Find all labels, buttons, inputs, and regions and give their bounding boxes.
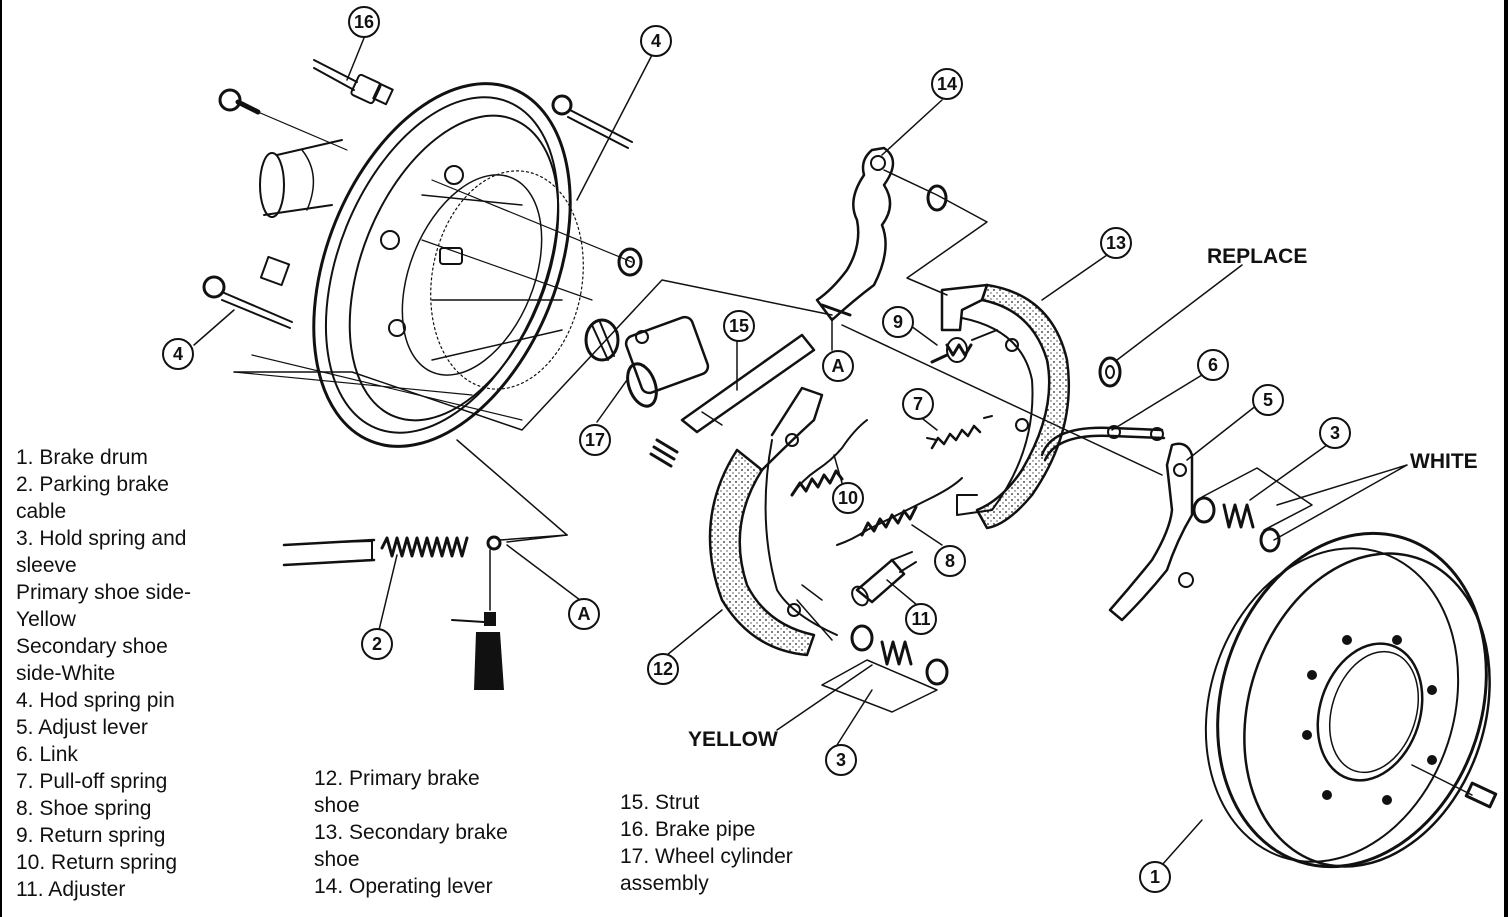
legend-line: 2. Parking brake bbox=[16, 473, 169, 496]
brake-pipe bbox=[313, 59, 394, 106]
legend-line: shoe bbox=[314, 794, 360, 817]
svg-text:4: 4 bbox=[173, 344, 183, 364]
legend-line: 1. Brake drum bbox=[16, 446, 148, 469]
return-spring-9 bbox=[930, 329, 998, 364]
svg-text:6: 6 bbox=[1208, 355, 1218, 375]
white-label: WHITE bbox=[1410, 450, 1478, 473]
callout-14: 14 bbox=[931, 68, 963, 100]
callout-9: 9 bbox=[882, 306, 914, 338]
legend-line: 11. Adjuster bbox=[16, 878, 126, 901]
wheel-cylinder bbox=[584, 315, 710, 468]
svg-text:13: 13 bbox=[1106, 233, 1126, 253]
callout-6: 6 bbox=[1197, 349, 1229, 381]
legend-line: cable bbox=[16, 500, 67, 523]
hold-spring-pins bbox=[202, 88, 633, 329]
callout-a-top: A bbox=[822, 350, 854, 382]
legend-line: 16. Brake pipe bbox=[620, 818, 756, 841]
legend-line: 14. Operating lever bbox=[314, 875, 493, 898]
callout-2: 2 bbox=[361, 628, 393, 660]
svg-text:3: 3 bbox=[1330, 423, 1340, 443]
callout-3-right: 3 bbox=[1319, 417, 1351, 449]
svg-text:16: 16 bbox=[354, 12, 374, 32]
svg-text:12: 12 bbox=[653, 659, 673, 679]
legend-line: 5. Adjust lever bbox=[16, 716, 148, 739]
callout-12: 12 bbox=[647, 653, 679, 685]
svg-text:3: 3 bbox=[836, 750, 846, 770]
callout-4-top: 4 bbox=[640, 25, 672, 57]
svg-text:10: 10 bbox=[838, 488, 858, 508]
svg-text:17: 17 bbox=[585, 430, 605, 450]
svg-text:1: 1 bbox=[1150, 867, 1160, 887]
primary-brake-shoe bbox=[708, 386, 838, 657]
replace-nut bbox=[1098, 356, 1122, 388]
svg-text:15: 15 bbox=[729, 316, 749, 336]
legend-line: 10. Return spring bbox=[16, 851, 178, 874]
svg-text:A: A bbox=[578, 604, 591, 624]
hold-spring-right bbox=[1192, 467, 1313, 553]
grease-bottle bbox=[451, 549, 504, 690]
legend-line: 12. Primary brake bbox=[314, 767, 480, 790]
callout-3-bottom: 3 bbox=[825, 744, 857, 776]
svg-text:14: 14 bbox=[937, 74, 957, 94]
legend-line: assembly bbox=[620, 872, 709, 895]
legend-line: 3. Hold spring and bbox=[16, 527, 187, 550]
legend-column-2: 12. Primary brake shoe 13. Secondary bra… bbox=[314, 765, 508, 900]
svg-text:8: 8 bbox=[945, 551, 955, 571]
svg-text:4: 4 bbox=[651, 31, 661, 51]
parking-brake-cable bbox=[282, 534, 568, 567]
callout-10: 10 bbox=[832, 482, 864, 514]
callout-5: 5 bbox=[1252, 384, 1284, 416]
svg-text:2: 2 bbox=[372, 634, 382, 654]
backing-plate bbox=[259, 82, 584, 448]
legend-column-3: 15. Strut 16. Brake pipe 17. Wheel cylin… bbox=[620, 789, 793, 897]
legend-line: 9. Return spring bbox=[16, 824, 166, 847]
legend-line: shoe bbox=[314, 848, 360, 871]
link bbox=[1040, 425, 1166, 462]
hold-spring-bottom bbox=[821, 624, 949, 713]
legend-line: 4. Hod spring pin bbox=[16, 689, 175, 712]
legend-line: 13. Secondary brake bbox=[314, 821, 508, 844]
callouts: 16 4 4 14 13 15 9 A 6 7 5 17 3 10 8 11 A… bbox=[162, 6, 1351, 893]
secondary-brake-shoe bbox=[940, 283, 1071, 530]
legend-line: 6. Link bbox=[16, 743, 78, 766]
yellow-label: YELLOW bbox=[688, 728, 778, 751]
callout-13: 13 bbox=[1100, 227, 1132, 259]
legend-line: Primary shoe side- bbox=[16, 581, 192, 604]
springs bbox=[790, 415, 993, 546]
legend-column-1: 1. Brake drum 2. Parking brake cable 3. … bbox=[16, 444, 191, 903]
callout-15: 15 bbox=[723, 310, 755, 342]
legend-line: side-White bbox=[16, 662, 116, 685]
leader-lines bbox=[193, 37, 1408, 866]
replace-label: REPLACE bbox=[1207, 245, 1307, 268]
callout-4-left: 4 bbox=[162, 338, 194, 370]
legend-line: 17. Wheel cylinder bbox=[620, 845, 793, 868]
legend-line: 8. Shoe spring bbox=[16, 797, 152, 820]
callout-a-bottom: A bbox=[568, 598, 600, 630]
svg-text:11: 11 bbox=[911, 609, 930, 629]
callout-11: 11 bbox=[905, 603, 937, 635]
legend-line: Secondary shoe bbox=[16, 635, 168, 658]
adjust-lever bbox=[1108, 442, 1194, 622]
svg-text:A: A bbox=[832, 356, 845, 376]
svg-text:7: 7 bbox=[913, 394, 923, 414]
callout-17: 17 bbox=[579, 424, 611, 456]
callout-1: 1 bbox=[1139, 861, 1171, 893]
strut bbox=[680, 333, 816, 434]
callout-16: 16 bbox=[348, 6, 380, 38]
brake-drum bbox=[1204, 531, 1498, 869]
svg-text:5: 5 bbox=[1263, 390, 1273, 410]
adjuster bbox=[851, 551, 917, 607]
callout-8: 8 bbox=[934, 545, 966, 577]
operating-lever bbox=[815, 146, 988, 322]
svg-text:9: 9 bbox=[893, 312, 903, 332]
callout-7: 7 bbox=[902, 388, 934, 420]
legend-line: 7. Pull-off spring bbox=[16, 770, 168, 793]
legend-line: 15. Strut bbox=[620, 791, 700, 814]
legend-line: sleeve bbox=[16, 554, 77, 577]
legend-line: Yellow bbox=[16, 608, 76, 631]
